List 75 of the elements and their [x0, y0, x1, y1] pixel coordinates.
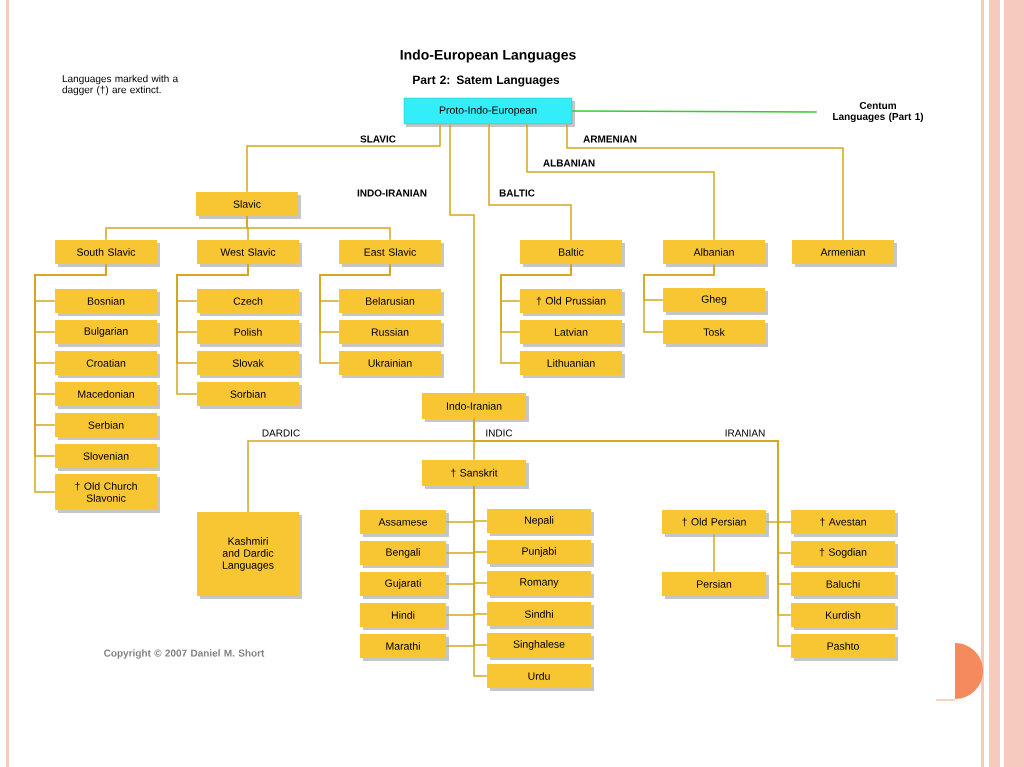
connector-line: [246, 215, 391, 241]
connector-line: [643, 263, 715, 333]
connector-line: [176, 263, 249, 395]
subtitle: Part 2: Satem Languages: [413, 75, 560, 87]
branch-label: ALBANIAN: [541, 158, 597, 168]
language-box: † Old Church Slavonic: [55, 474, 160, 513]
language-box: Singhalese: [487, 633, 594, 660]
language-box: Baluchi: [791, 572, 898, 599]
language-box: Romany: [487, 571, 594, 598]
language-box: Kashmiri and Dardic Languages: [197, 512, 302, 599]
language-box: Albanian: [663, 240, 768, 267]
language-box: Kurdish: [791, 603, 898, 630]
language-box: † Avestan: [791, 510, 898, 537]
language-box: Punjabi: [487, 540, 594, 567]
connector-line: [34, 263, 107, 493]
language-box: Latvian: [520, 320, 625, 347]
language-box: Bengali: [360, 541, 449, 568]
language-box: Assamese: [360, 510, 449, 537]
branch-label: DARDIC: [260, 428, 302, 438]
language-box: † Sanskrit: [422, 460, 529, 489]
connector-line: [319, 263, 391, 364]
connector-line: [449, 123, 475, 394]
language-box: Pashto: [791, 634, 898, 661]
branch-label: BALTIC: [498, 188, 536, 198]
language-box: † Old Persian: [662, 510, 769, 537]
language-box: Persian: [662, 572, 769, 599]
note: Languages marked with a dagger (†) are extinct.: [62, 74, 179, 96]
connector-line: [500, 263, 572, 364]
language-box: Macedonian: [55, 382, 160, 409]
language-box: Polish: [197, 320, 302, 347]
language-box: Lithuanian: [520, 351, 625, 378]
language-box: Indo-Iranian: [422, 393, 529, 422]
language-box: Armenian: [792, 240, 897, 267]
language-box: Russian: [339, 320, 444, 347]
connector-line: [713, 533, 715, 573]
language-box: Urdu: [487, 664, 594, 691]
copyright-note: Copyright © 2007 Daniel M. Short: [104, 649, 265, 659]
branch-label: INDO-IRANIAN: [356, 188, 428, 198]
language-box: South Slavic: [55, 240, 160, 267]
language-box: † Old Prussian: [520, 289, 625, 316]
language-box: Tosk: [663, 320, 768, 347]
language-box: † Sogdian: [791, 541, 898, 568]
language-box: East Slavic: [339, 240, 444, 267]
title: Indo-European Languages: [400, 49, 576, 63]
language-box: Croatian: [55, 351, 160, 378]
branch-label: INDIC: [484, 428, 514, 438]
connector-line: [246, 123, 441, 193]
root-box: Proto-Indo-European: [403, 97, 575, 127]
language-box: Belarusian: [339, 289, 444, 316]
connector-line: [488, 123, 572, 241]
language-box: Hindi: [360, 603, 449, 630]
language-box: Sorbian: [197, 382, 302, 409]
language-box: Gheg: [663, 288, 768, 315]
language-box: Slovenian: [55, 444, 160, 471]
connector-line: [473, 485, 488, 677]
language-box: Bosnian: [55, 289, 160, 316]
language-box: Marathi: [360, 634, 449, 661]
language-box: Nepali: [487, 509, 594, 536]
language-box: Slovak: [197, 351, 302, 378]
language-box: Sindhi: [487, 602, 594, 629]
language-box: Baltic: [520, 240, 625, 267]
branch-note: Centum Languages (Part 1): [833, 101, 924, 123]
connector-line: [571, 110, 818, 113]
branch-label: SLAVIC: [359, 134, 397, 144]
connector-line: [566, 123, 844, 241]
branch-label: IRANIAN: [723, 428, 767, 438]
language-box: Bulgarian: [55, 320, 160, 347]
language-box: Slavic: [196, 192, 301, 219]
language-box: Czech: [197, 289, 302, 316]
language-box: Gujarati: [360, 572, 449, 599]
branch-label: ARMENIAN: [582, 134, 638, 144]
connector-line: [526, 123, 715, 241]
language-box: Serbian: [55, 413, 160, 440]
language-box: West Slavic: [197, 240, 302, 267]
language-box: Ukrainian: [339, 351, 444, 378]
